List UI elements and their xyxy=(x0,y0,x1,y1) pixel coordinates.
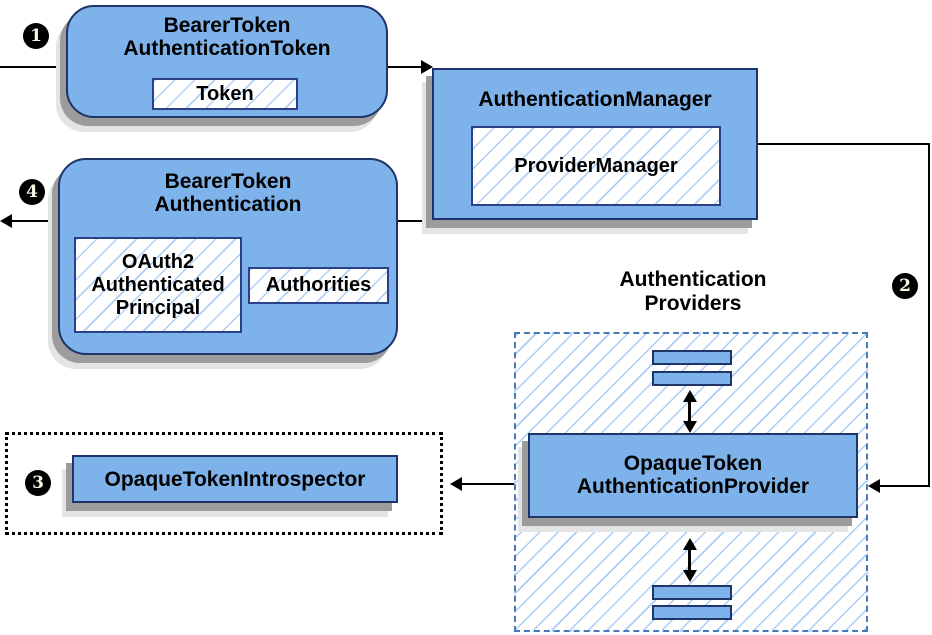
title-line-1: BearerToken xyxy=(163,14,291,37)
step-4-badge: 4 xyxy=(19,179,45,205)
incoming-request-line xyxy=(0,66,67,68)
bearer-token-authentication-title: BearerToken Authentication xyxy=(60,170,396,216)
step-1-badge: 1 xyxy=(23,23,49,49)
provider-placeholder-bar xyxy=(652,605,732,620)
double-arrow-line xyxy=(688,400,691,423)
authentication-manager-node: AuthenticationManager ProviderManager xyxy=(432,68,758,220)
title-line-2: AuthenticationToken xyxy=(123,37,331,60)
provider-placeholder-bar xyxy=(652,371,732,386)
introspector-dotted-container xyxy=(5,432,443,535)
provider-manager-label: ProviderManager xyxy=(514,154,678,177)
double-arrow-up-icon xyxy=(683,390,697,402)
title-line-1: OpaqueToken xyxy=(623,452,763,475)
provider-placeholder-bar xyxy=(652,350,732,365)
provider-to-introspector-arrowhead-icon xyxy=(450,477,462,491)
manager-to-provider-line-top xyxy=(758,143,930,145)
provider-to-introspector-line xyxy=(462,483,528,485)
title-line-2: Authentication xyxy=(154,193,302,216)
double-arrow-down-icon xyxy=(683,421,697,433)
title-line: AuthenticationManager xyxy=(478,88,712,111)
title-line: OpaqueTokenIntrospector xyxy=(104,468,366,491)
double-arrow-up-icon xyxy=(683,538,697,550)
step-3-badge: 3 xyxy=(25,470,51,496)
token-label: Token xyxy=(196,82,254,105)
label-line-2: Providers xyxy=(644,292,742,315)
manager-to-provider-line-right xyxy=(928,143,930,487)
opaque-token-authentication-provider-node: OpaqueToken AuthenticationProvider xyxy=(528,433,858,518)
opaque-token-introspector-node: OpaqueTokenIntrospector xyxy=(72,455,398,503)
bearer-token-authentication-token-title: BearerToken AuthenticationToken xyxy=(68,14,386,60)
manager-to-provider-line-bottom xyxy=(878,485,930,487)
authorities-label: Authorities xyxy=(265,274,372,296)
authorities-subbox: Authorities xyxy=(248,267,389,304)
opaque-token-introspector-title: OpaqueTokenIntrospector xyxy=(74,468,396,491)
token-to-manager-arrowhead-icon xyxy=(421,60,433,74)
double-arrow-line xyxy=(688,548,691,572)
authentication-providers-label: Authentication Providers xyxy=(560,268,826,316)
authentication-out-arrowhead-icon xyxy=(0,214,12,228)
authentication-out-line xyxy=(12,220,60,222)
title-line-1: BearerToken xyxy=(164,170,292,193)
token-to-manager-line xyxy=(388,66,424,68)
token-subbox: Token xyxy=(152,78,298,110)
provider-manager-subbox: ProviderManager xyxy=(471,126,721,206)
manager-to-authentication-line xyxy=(398,220,434,222)
title-line-2: AuthenticationProvider xyxy=(576,475,810,498)
step-2-badge: 2 xyxy=(892,273,918,299)
manager-to-provider-arrowhead-icon xyxy=(868,479,880,493)
opaque-token-authentication-provider-title: OpaqueToken AuthenticationProvider xyxy=(530,452,856,498)
authentication-manager-title: AuthenticationManager xyxy=(434,88,756,111)
double-arrow-down-icon xyxy=(683,570,697,582)
label-line-1: Authentication xyxy=(619,268,767,291)
provider-placeholder-bar xyxy=(652,585,732,600)
bearer-token-authentication-token-node: BearerToken AuthenticationToken Token xyxy=(66,5,388,118)
